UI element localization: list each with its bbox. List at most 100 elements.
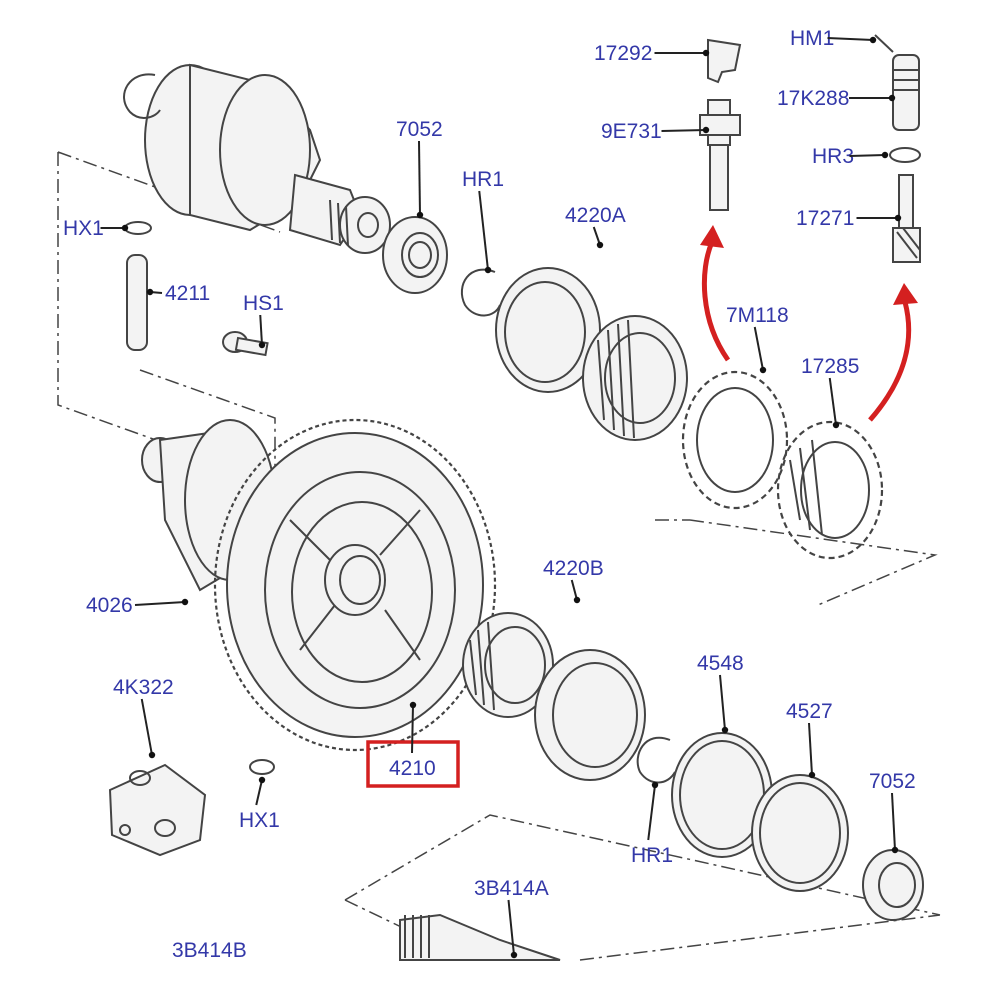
leader-dot-phr3 [881,151,889,159]
callout-p4k322: 4K322 [113,676,174,759]
leader-dot-p7052a [416,211,424,219]
callout-p17271: 17271 [796,207,902,230]
bolt-hs1 [222,331,269,357]
leader-dot-p4220a [596,241,604,249]
leader-line-p4527 [808,722,813,776]
part-label-p4k322: 4K322 [113,676,174,699]
speedometer-drive-gear-17285 [776,420,884,560]
leader-dot-phr1b [651,781,659,789]
leader-dot-p4210 [409,701,417,709]
arrow-to-sensor [701,241,731,362]
leader-dot-p4211 [146,288,154,296]
part-label-p4211: 4211 [165,282,210,305]
leader-line-hmt [827,37,874,41]
callout-phx1b: HX1 [239,776,280,832]
leader-line-p4220b [570,579,578,601]
speed-sensor-ring-7m118 [681,370,789,510]
leader-line-p4210 [411,704,414,754]
part-label-hmt: HM1 [790,27,834,50]
callout-p4026: 4026 [86,594,189,617]
leader-dot-p7052b [891,846,899,854]
callout-p7m118: 7M118 [726,304,789,374]
part-label-p4220a: 4220A [565,204,626,227]
callout-p4211: 4211 [146,282,210,305]
callout-p7052b: 7052 [869,770,916,854]
retaining-ring-hx1-lower [249,759,275,775]
leader-dot-p7m118 [759,366,767,374]
bearing-cone-4220b [462,612,554,718]
part-label-p4026: 4026 [86,594,133,617]
leader-line-p9e731 [661,129,707,132]
callout-phr1b: HR1 [631,781,673,867]
leader-dot-hmt [869,36,877,44]
leader-line-p4026 [134,601,186,606]
leader-line-p7052b [891,792,896,851]
callout-p9e731: 9E731 [601,120,710,143]
oil-seal-upper [382,216,448,294]
leader-dot-phx1b [258,776,266,784]
callout-p4548: 4548 [697,652,744,734]
leader-dot-p4527 [808,771,816,779]
leader-dot-phs1 [258,341,266,349]
leader-line-p7m118 [753,326,764,371]
part-label-p7052b: 7052 [869,770,916,793]
callout-phx1a: HX1 [63,217,129,240]
snap-ring-hr1-upper [460,268,501,317]
leader-dot-p17292 [702,49,710,57]
part-label-p7m118: 7M118 [726,304,789,327]
callout-p4220b: 4220B [543,557,604,604]
part-label-p4527: 4527 [786,700,833,723]
part-label-p3b414a: 3B414A [474,877,549,900]
leader-dot-p17k288 [888,94,896,102]
part-label-p4220b: 4220B [543,557,604,580]
leader-dot-p4026 [181,598,189,606]
bearing-cone-4220a [582,315,688,441]
snap-ring-top [123,73,161,119]
shim-4548 [671,732,773,858]
callout-p7052a: 7052 [396,118,443,219]
leader-line-p17285 [828,377,837,426]
leader-line-phr1b [647,784,656,841]
leader-dot-p17271 [894,214,902,222]
callout-p3b414b: 3B414B [172,939,247,962]
leader-line-phx1b [255,779,263,806]
callout-p17292: 17292 [594,42,710,65]
driven-gear-17271 [892,174,921,263]
part-label-p7052a: 7052 [396,118,443,141]
leader-line-p4k322 [140,698,153,756]
part-label-p9e731: 9E731 [601,120,662,143]
arrow-to-driven-gear-head [893,283,918,305]
part-label-p17292: 17292 [594,42,652,65]
callout-phr1a: HR1 [462,168,504,274]
leader-line-p3b414a [507,899,515,956]
leader-line-phr1a [478,190,489,271]
part-label-phr1b: HR1 [631,844,673,867]
leader-dot-p9e731 [702,126,710,134]
leader-dot-p4220b [573,596,581,604]
leader-dot-phx1a [121,224,129,232]
callout-p17285: 17285 [801,355,859,429]
pinion-shaft-4211 [126,254,148,351]
bearing-cup-4220b [534,649,646,781]
sensor-clip-17292 [707,38,742,84]
thrust-block-4k322 [108,763,207,857]
part-label-p3b414b: 3B414B [172,939,247,962]
part-label-p17285: 17285 [801,355,859,378]
leader-dot-p4548 [721,726,729,734]
part-label-p4210: 4210 [389,757,436,780]
speed-sensor-9e731 [699,99,741,211]
arrow-to-driven-gear [868,301,912,422]
output-shaft-joint [144,63,391,254]
o-ring-hr3 [889,147,921,163]
leader-line-p4548 [719,674,726,731]
callout-p4220a: 4220A [565,204,626,249]
halfshaft-3b414 [399,913,561,961]
callout-p4210: 4210 [389,701,436,780]
leader-line-p7052a [418,140,421,216]
leader-dot-p4k322 [148,751,156,759]
snap-ring-hr1-lower [636,736,676,784]
leader-dot-phr1a [484,266,492,274]
part-label-p17k288: 17K288 [777,87,849,110]
part-label-phr1a: HR1 [462,168,504,191]
